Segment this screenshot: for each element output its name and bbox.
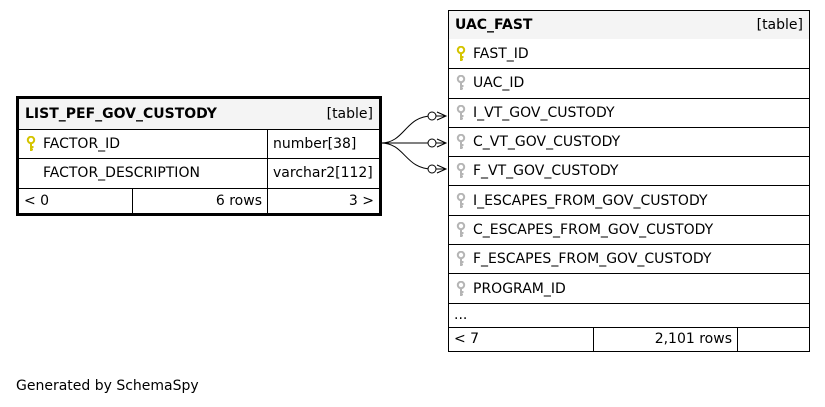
column-row[interactable]: C_ESCAPES_FROM_GOV_CUSTODY xyxy=(449,214,809,244)
foreign-key-icon xyxy=(449,274,473,302)
column-row[interactable]: PROGRAM_ID xyxy=(449,273,809,302)
column-name: FAST_ID xyxy=(473,45,529,62)
foreign-key-icon xyxy=(449,128,473,156)
column-name: UAC_ID xyxy=(473,75,525,92)
foreign-key-icon xyxy=(449,69,473,97)
table-kind: [table] xyxy=(756,17,803,33)
column-name: F_ESCAPES_FROM_GOV_CUSTODY xyxy=(473,251,712,268)
children-link[interactable]: 3 > xyxy=(348,192,374,209)
relation-line-i-vt xyxy=(380,115,446,144)
foreign-key-icon xyxy=(449,186,473,214)
foreign-key-icon xyxy=(449,245,473,273)
parents-link[interactable]: < 7 xyxy=(454,331,480,348)
column-row[interactable]: C_VT_GOV_CUSTODY xyxy=(449,126,809,156)
more-columns-ellipsis: ... xyxy=(454,307,468,324)
column-type: number[38] xyxy=(273,136,357,153)
column-name: C_VT_GOV_CUSTODY xyxy=(473,134,621,151)
table-kind: [table] xyxy=(326,106,373,122)
column-row[interactable]: FACTOR_ID number[38] xyxy=(19,129,379,159)
parents-link[interactable]: < 0 xyxy=(24,192,50,209)
column-name: C_ESCAPES_FROM_GOV_CUSTODY xyxy=(473,221,714,238)
relation-endpoint xyxy=(427,138,437,148)
relation-endpoint xyxy=(427,111,437,121)
table-header: UAC_FAST [table] xyxy=(449,11,809,39)
column-type: varchar2[112] xyxy=(273,165,373,182)
table-name[interactable]: UAC_FAST xyxy=(455,17,533,33)
column-name: F_VT_GOV_CUSTODY xyxy=(473,163,619,180)
column-row[interactable]: F_VT_GOV_CUSTODY xyxy=(449,156,809,185)
column-name: FACTOR_ID xyxy=(43,136,121,153)
table-header: LIST_PEF_GOV_CUSTODY [table] xyxy=(19,99,379,129)
table-footer: < 0 6 rows 3 > xyxy=(19,187,379,213)
column-name: I_VT_GOV_CUSTODY xyxy=(473,104,615,121)
foreign-key-icon xyxy=(449,216,473,244)
row-count: 6 rows xyxy=(215,192,262,209)
column-name: I_ESCAPES_FROM_GOV_CUSTODY xyxy=(473,192,708,209)
primary-key-icon xyxy=(19,130,43,158)
column-row[interactable]: I_VT_GOV_CUSTODY xyxy=(449,97,809,127)
relation-endpoint xyxy=(427,164,437,174)
ellipsis-row: ... xyxy=(449,302,809,327)
table-name[interactable]: LIST_PEF_GOV_CUSTODY xyxy=(25,106,217,122)
table-uac-fast[interactable]: UAC_FAST [table] FAST_ID UAC_ID I_VT_GOV_C… xyxy=(448,10,810,352)
table-list-pef-gov-custody[interactable]: LIST_PEF_GOV_CUSTODY [table] FACTOR_ID n… xyxy=(16,96,382,216)
column-row[interactable]: I_ESCAPES_FROM_GOV_CUSTODY xyxy=(449,185,809,214)
column-row[interactable]: FACTOR_DESCRIPTION varchar2[112] xyxy=(19,158,379,188)
row-count: 2,101 rows xyxy=(654,331,732,348)
foreign-key-icon xyxy=(449,99,473,127)
column-row[interactable]: F_ESCAPES_FROM_GOV_CUSTODY xyxy=(449,244,809,273)
column-row[interactable]: UAC_ID xyxy=(449,68,809,97)
table-footer: < 7 2,101 rows xyxy=(449,326,809,351)
foreign-key-icon xyxy=(449,157,473,185)
column-name: FACTOR_DESCRIPTION xyxy=(43,165,200,182)
column-name: PROGRAM_ID xyxy=(473,280,566,297)
relation-line-f-vt xyxy=(380,142,446,170)
column-row[interactable]: FAST_ID xyxy=(449,39,809,68)
generated-by-label: Generated by SchemaSpy xyxy=(16,378,199,394)
primary-key-icon xyxy=(449,39,473,68)
